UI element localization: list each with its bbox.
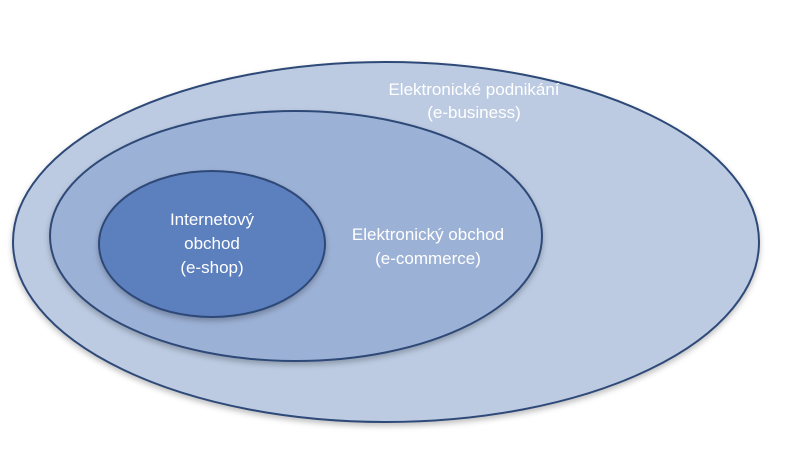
e-business-label-line1: Elektronické podnikání [388,80,559,99]
e-shop-label-line2: obchod [184,234,240,253]
e-shop-label-line1: Internetový [170,210,255,229]
e-business-label-line2: (e-business) [427,103,521,122]
e-shop-label-line3: (e-shop) [180,258,243,277]
e-shop-ellipse [98,170,326,318]
e-commerce-label-line2: (e-commerce) [375,249,481,268]
e-commerce-label-line1: Elektronický obchod [352,225,504,244]
